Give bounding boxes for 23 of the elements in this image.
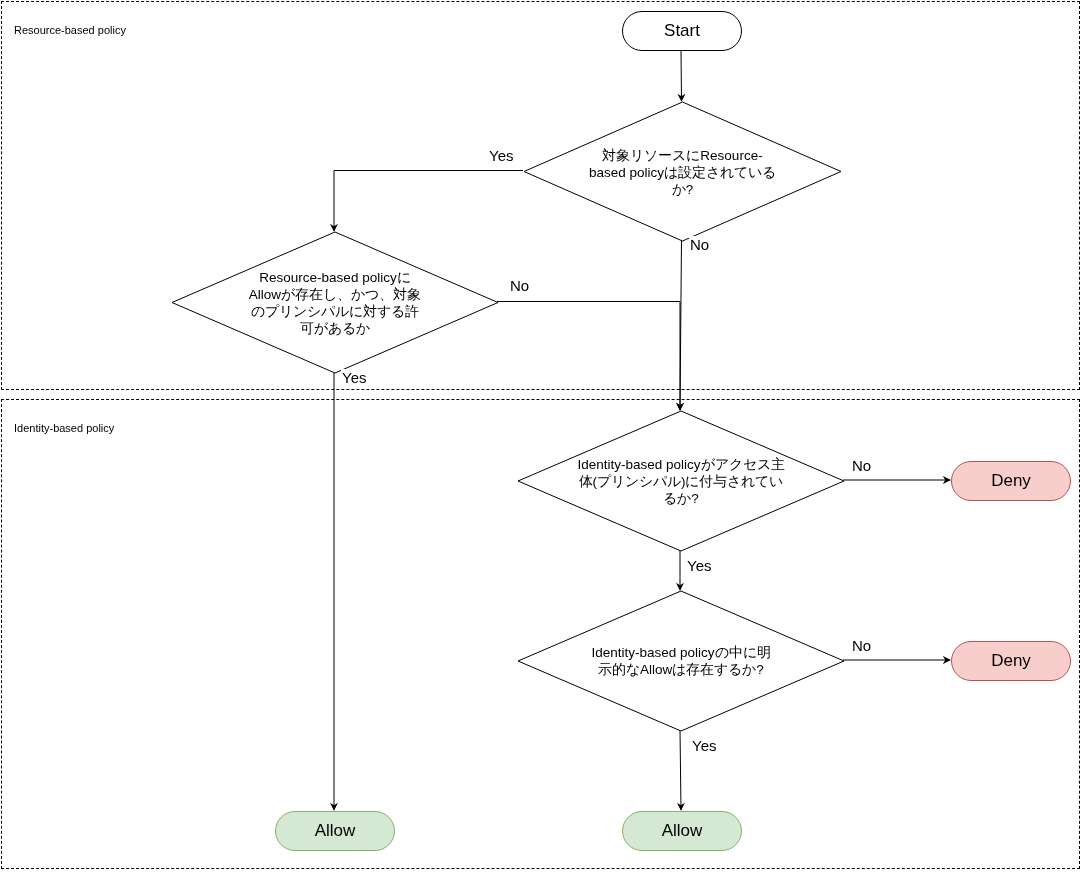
question-text: 対象リソースにResource-based policyは設定されているか? [587, 146, 778, 197]
terminal-pill: Deny [951, 461, 1071, 501]
arrow [676, 729, 685, 811]
dashed-region-frame [1, 1, 1080, 390]
arrow [842, 476, 951, 484]
arrow [330, 371, 338, 811]
edge-label: No [689, 236, 711, 253]
terminal-pill: Deny [951, 641, 1071, 681]
arrow [330, 170, 524, 232]
terminal-pill: Allow [622, 811, 742, 851]
question-text: Identity-based policyがアクセス主体(プリンシパル)に付与されているか? [576, 455, 786, 507]
arrow [677, 49, 686, 102]
dashed-region-frame [1, 399, 1080, 869]
question-text: Identity-based policyの中に明示的なAllowは存在するか? [590, 644, 772, 678]
arrow [496, 301, 684, 411]
edge-label: Yes [341, 369, 368, 386]
arrow [842, 656, 951, 664]
region-heading: Resource-based policy [14, 24, 126, 37]
region-heading: Identity-based policy [14, 422, 115, 435]
question-text: Resource-based policyにAllowが存在し、かつ、対象のプリンシパルに対する許可があるか [247, 268, 423, 337]
terminal-pill: Allow [275, 811, 395, 851]
terminal-pill: Start [622, 11, 742, 51]
arrow [676, 549, 684, 591]
